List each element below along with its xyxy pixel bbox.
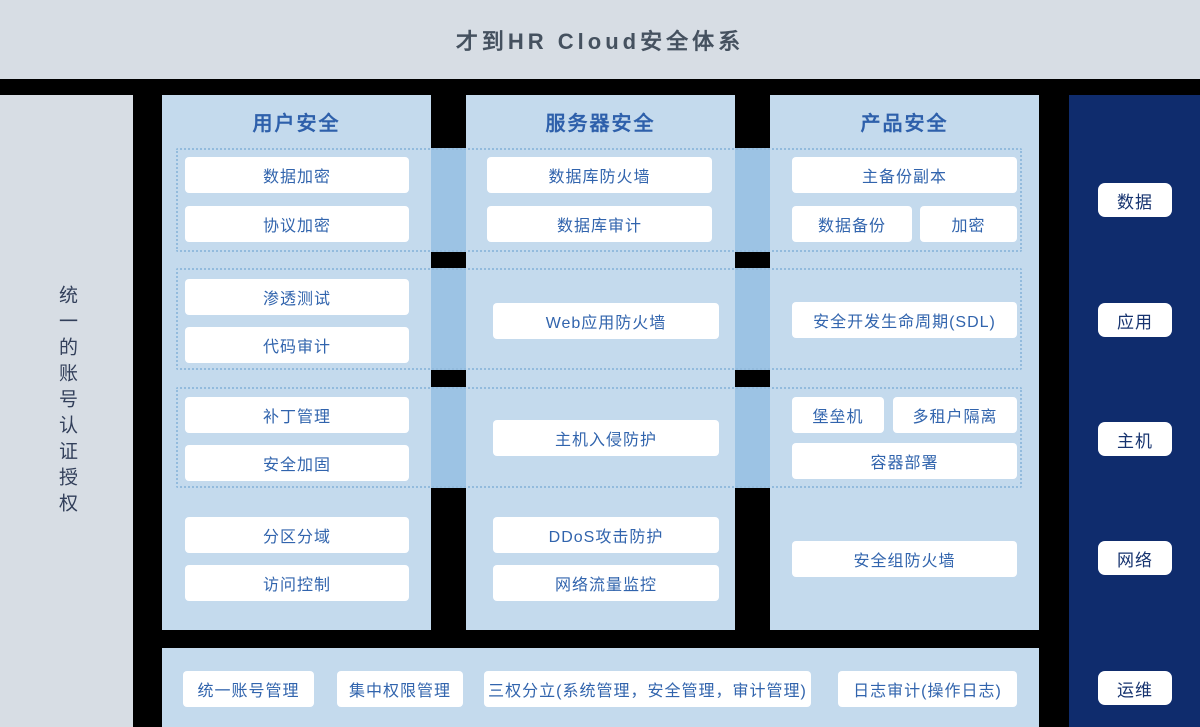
connector-col1-col2-row2: [431, 268, 466, 370]
layer-rail: 数据 应用 主机 网络 运维: [1069, 95, 1200, 727]
unified-auth-label: 统一的账号认证授权: [56, 285, 77, 519]
node-log-audit: 日志审计(操作日志): [838, 671, 1017, 707]
node-penetration-testing: 渗透测试: [185, 279, 409, 315]
node-host-intrusion-prevention: 主机入侵防护: [493, 420, 719, 456]
node-bastion-host: 堡垒机: [792, 397, 884, 433]
connector-col1-col2-row3: [431, 387, 466, 488]
node-centralized-permission-management: 集中权限管理: [337, 671, 463, 707]
node-data-encryption: 数据加密: [185, 157, 409, 193]
node-multi-tenant-isolation: 多租户隔离: [893, 397, 1017, 433]
column-title-product-security: 产品安全: [860, 112, 949, 135]
unified-auth-rail: 统一的账号认证授权: [0, 95, 133, 727]
node-web-application-firewall: Web应用防火墙: [493, 303, 719, 339]
node-protocol-encryption: 协议加密: [185, 206, 409, 242]
connector-col1-col2-row1: [431, 148, 466, 252]
node-access-control: 访问控制: [185, 565, 409, 601]
layer-operations: 运维: [1098, 671, 1172, 705]
layer-host: 主机: [1098, 422, 1172, 456]
column-title-server-security: 服务器安全: [545, 112, 656, 135]
node-data-backup: 数据备份: [792, 206, 912, 242]
layer-network: 网络: [1098, 541, 1172, 575]
node-separation-of-powers: 三权分立(系统管理，安全管理，审计管理): [484, 671, 811, 707]
connector-col2-col3-row1: [735, 148, 770, 252]
connector-col2-col3-row2: [735, 268, 770, 370]
node-primary-backup-replica: 主备份副本: [792, 157, 1017, 193]
node-container-deployment: 容器部署: [792, 443, 1017, 479]
node-ddos-protection: DDoS攻击防护: [493, 517, 719, 553]
layer-application: 应用: [1098, 303, 1172, 337]
node-security-hardening: 安全加固: [185, 445, 409, 481]
node-patch-management: 补丁管理: [185, 397, 409, 433]
dashed-group-application-layer: [176, 268, 1022, 370]
node-network-traffic-monitoring: 网络流量监控: [493, 565, 719, 601]
node-encryption: 加密: [920, 206, 1017, 242]
governance-bar: 统一账号管理 集中权限管理 三权分立(系统管理，安全管理，审计管理) 日志审计(…: [162, 648, 1039, 727]
dashed-group-data-layer: [176, 148, 1022, 252]
node-unified-account-management: 统一账号管理: [183, 671, 314, 707]
page-title: 才到HR Cloud安全体系: [455, 28, 745, 54]
dashed-group-host-layer: [176, 387, 1022, 488]
node-security-group-firewall: 安全组防火墙: [792, 541, 1017, 577]
layer-data: 数据: [1098, 183, 1172, 217]
column-title-user-security: 用户安全: [252, 112, 341, 135]
node-database-audit: 数据库审计: [487, 206, 712, 242]
node-code-audit: 代码审计: [185, 327, 409, 363]
node-database-firewall: 数据库防火墙: [487, 157, 712, 193]
header-bar: 才到HR Cloud安全体系: [0, 0, 1200, 79]
node-partition-zoning: 分区分域: [185, 517, 409, 553]
node-secure-development-lifecycle: 安全开发生命周期(SDL): [792, 302, 1017, 338]
connector-col2-col3-row3: [735, 387, 770, 488]
